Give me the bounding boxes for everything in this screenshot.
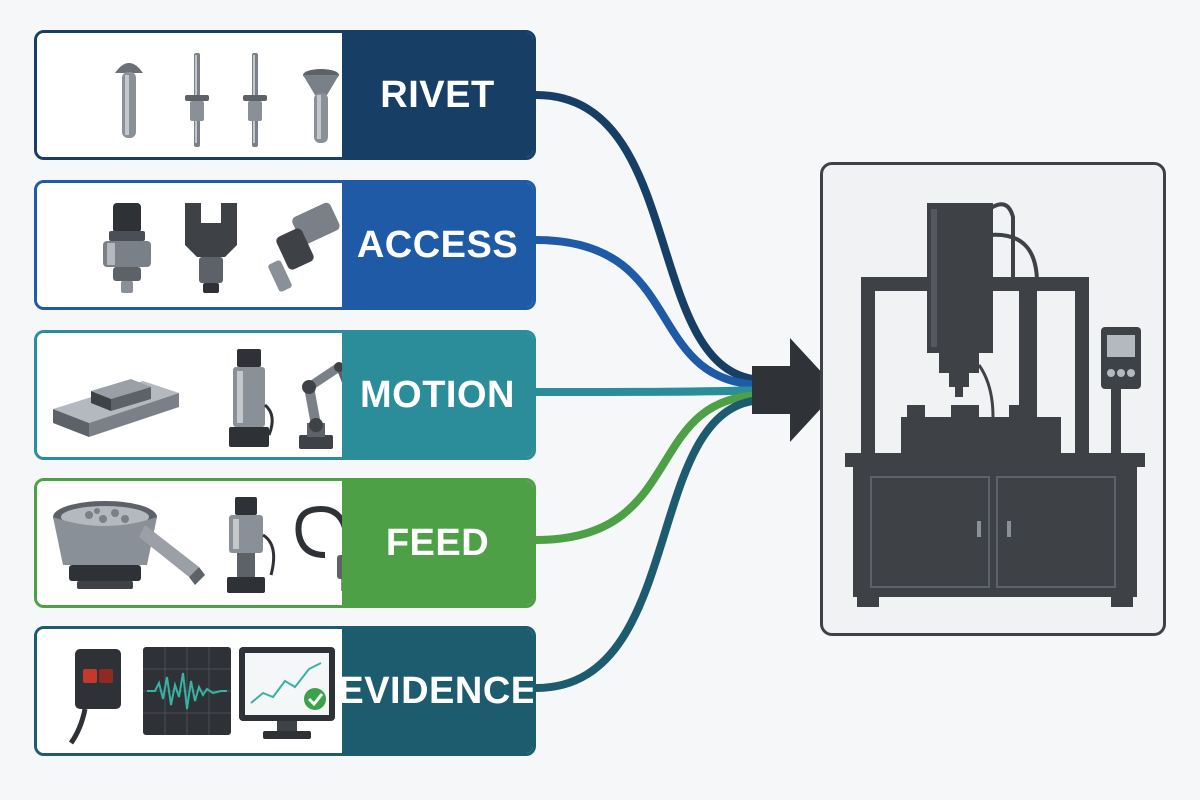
row-evidence-label: EVIDENCE <box>338 669 536 712</box>
escapement-icon <box>227 497 276 593</box>
connector-feed <box>535 391 766 544</box>
robot-arm-icon <box>299 362 350 449</box>
connector-motion <box>535 386 766 396</box>
row-feed-icons <box>37 481 353 605</box>
row-rivet-label-block: RIVET <box>342 33 533 157</box>
proximity-sensor-icon <box>68 649 121 745</box>
row-access-icons <box>37 183 342 307</box>
angled-rivet-head-icon <box>268 202 340 292</box>
connector-access <box>535 236 766 389</box>
row-motion-label-block: MOTION <box>342 333 533 457</box>
vibratory-bowl-feeder-icon <box>53 501 205 589</box>
blind-rivet-icon <box>243 53 267 147</box>
machine-panel <box>820 162 1166 636</box>
row-feed-label: FEED <box>385 521 490 564</box>
row-motion-icons <box>37 333 350 457</box>
linear-guide-icon <box>53 379 179 437</box>
row-rivet: RIVET <box>34 30 536 160</box>
row-access: ACCESS <box>34 180 536 310</box>
process-monitor-check-icon <box>239 647 335 739</box>
row-feed-label-block: FEED <box>342 481 533 605</box>
riveting-machine-icon <box>845 202 1145 607</box>
electric-actuator-icon <box>229 349 274 447</box>
clamp-jaw-icon <box>185 203 237 293</box>
countersunk-rivet-icon <box>303 69 339 143</box>
row-evidence-icons <box>37 629 342 753</box>
connector-evidence <box>535 396 766 692</box>
round-head-rivet-icon <box>115 63 143 138</box>
rivet-tool-nose-icon <box>103 203 151 293</box>
row-motion-label: MOTION <box>360 373 515 416</box>
row-access-label-block: ACCESS <box>342 183 533 307</box>
blind-rivet-icon <box>185 53 209 147</box>
row-motion: MOTION <box>34 330 536 460</box>
connector-rivet <box>535 91 766 384</box>
waveform-monitor-icon <box>143 647 231 735</box>
row-access-label: ACCESS <box>356 223 519 266</box>
merge-arrow-icon <box>752 338 838 442</box>
row-evidence-label-block: EVIDENCE <box>338 629 533 753</box>
row-rivet-icons <box>37 33 342 157</box>
row-feed: FEED <box>34 478 536 608</box>
row-rivet-label: RIVET <box>380 73 495 116</box>
row-evidence: EVIDENCE <box>34 626 536 756</box>
